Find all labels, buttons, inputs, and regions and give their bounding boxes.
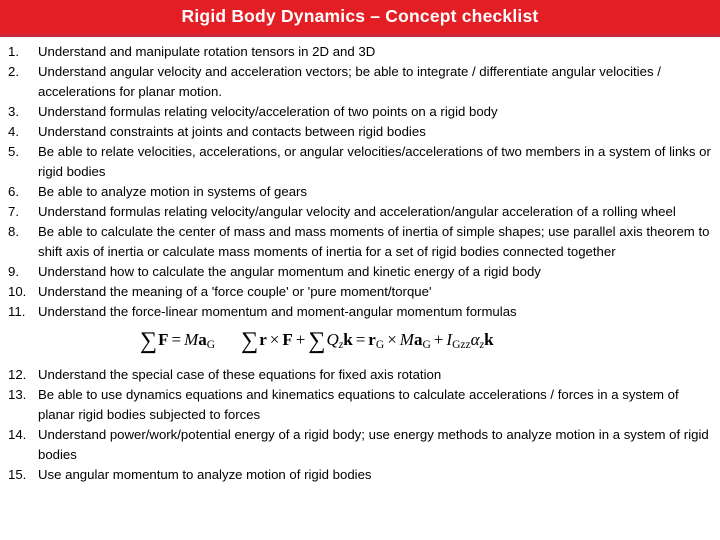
list-item: 9. Understand how to calculate the angul…	[0, 262, 720, 282]
list-item-text: Be able to use dynamics equations and ki…	[38, 387, 679, 423]
list-item: 12. Understand the special case of these…	[0, 365, 720, 385]
list-item: 14. Understand power/work/potential ener…	[0, 425, 720, 465]
list-item-number: 5.	[8, 144, 19, 159]
list-item-number: 8.	[8, 224, 19, 239]
list-item: 2. Understand angular velocity and accel…	[0, 62, 720, 102]
concept-checklist: 1. Understand and manipulate rotation te…	[0, 42, 720, 485]
list-item-text: Understand formulas relating velocity/an…	[38, 204, 676, 219]
list-item-text: Understand the meaning of a 'force coupl…	[38, 284, 432, 299]
list-item: 4. Understand constraints at joints and …	[0, 122, 720, 142]
list-item-number: 1.	[8, 44, 19, 59]
list-item: 11. Understand the force-linear momentum…	[0, 302, 720, 322]
list-item-number: 14.	[8, 427, 27, 443]
list-item: 8. Be able to calculate the center of ma…	[0, 222, 720, 262]
list-item-number: 4.	[8, 124, 19, 139]
list-item-text: Understand the special case of these equ…	[38, 367, 442, 383]
list-item-number: 3.	[8, 104, 19, 119]
list-item-number: 13.	[8, 387, 27, 403]
list-item-number: 2.	[8, 64, 19, 79]
list-item-number: 7.	[8, 204, 19, 219]
list-item-text: Understand and manipulate rotation tenso…	[38, 44, 376, 59]
list-item-number: 11.	[8, 304, 26, 319]
title-banner-underline	[0, 34, 720, 37]
list-item-text: Understand power/work/potential energy o…	[38, 427, 709, 463]
dynamics-equations-formula: ∑F=MaG∑r×F+∑Qzk=rG×MaG+IGzzαzk	[140, 328, 494, 354]
list-item: 6. Be able to analyze motion in systems …	[0, 182, 720, 202]
list-item: 7. Understand formulas relating velocity…	[0, 202, 720, 222]
list-item-text: Understand formulas relating velocity/ac…	[38, 104, 498, 119]
list-item-text: Be able to relate velocities, accelerati…	[38, 144, 711, 179]
list-item-number: 12.	[8, 367, 27, 383]
list-item-number: 10.	[8, 284, 27, 299]
list-item-number: 15.	[8, 467, 27, 483]
page-title: Rigid Body Dynamics – Concept checklist	[181, 6, 539, 27]
list-item-text: Understand angular velocity and accelera…	[38, 64, 661, 99]
list-item-text: Be able to analyze motion in systems of …	[38, 184, 308, 199]
list-item: 5. Be able to relate velocities, acceler…	[0, 142, 720, 182]
list-item-number: 6.	[8, 184, 19, 199]
list-item: 1. Understand and manipulate rotation te…	[0, 42, 720, 62]
list-item-text: Be able to calculate the center of mass …	[38, 224, 710, 259]
list-item: 3. Understand formulas relating velocity…	[0, 102, 720, 122]
list-item: 10. Understand the meaning of a 'force c…	[0, 282, 720, 302]
list-item: 15. Use angular momentum to analyze moti…	[0, 465, 720, 485]
list-item-number: 9.	[8, 264, 19, 279]
list-item-text: Understand constraints at joints and con…	[38, 124, 426, 139]
list-item-text: Use angular momentum to analyze motion o…	[38, 467, 372, 483]
title-banner: Rigid Body Dynamics – Concept checklist	[0, 0, 720, 34]
list-item-text: Understand the force-linear momentum and…	[38, 304, 517, 319]
list-item: 13. Be able to use dynamics equations an…	[0, 385, 720, 425]
list-item-text: Understand how to calculate the angular …	[38, 264, 541, 279]
